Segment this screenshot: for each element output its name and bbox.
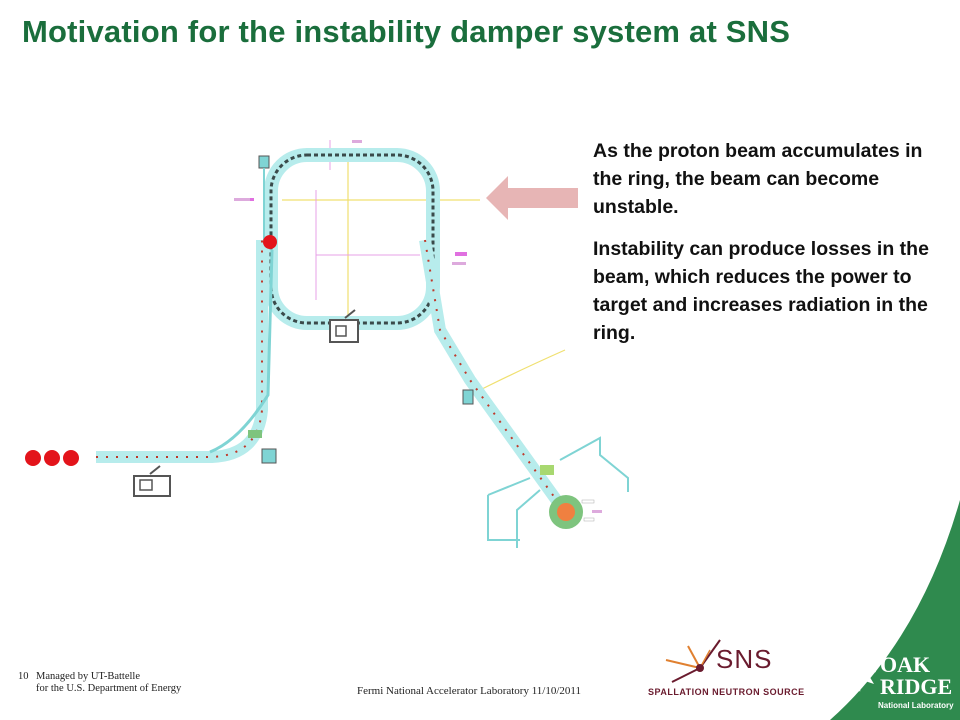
pointer-arrow (486, 176, 578, 220)
slide-title: Motivation for the instability damper sy… (22, 14, 791, 49)
managed-by-line-1: Managed by UT-Battelle (36, 671, 141, 682)
accumulator-ring (264, 148, 440, 330)
ornl-logo-line3: National Laboratory (878, 701, 954, 710)
ornl-logo-line2: RIDGE (880, 674, 953, 699)
service-building-icon-2 (133, 465, 171, 497)
paragraph-instability-losses: Instability can produce losses in the be… (593, 238, 929, 344)
instability-marker-dot (263, 235, 277, 249)
footer-center-text: Fermi National Accelerator Laboratory 11… (357, 685, 582, 697)
sns-logo-subtitle: SPALLATION NEUTRON SOURCE (648, 687, 805, 697)
page-number: 10 (18, 671, 29, 682)
sns-logo-text: SNS (716, 644, 773, 674)
service-building-icon (329, 309, 359, 343)
slide-body-text: As the proton beam accumulates in the ri… (593, 137, 955, 361)
building-guide-lines (282, 140, 566, 391)
continuation-dots (25, 450, 79, 466)
diagram-small-labels (234, 140, 602, 513)
sns-starburst-icon (665, 639, 721, 683)
target-building (487, 436, 629, 548)
paragraph-beam-accumulation: As the proton beam accumulates in the ri… (593, 140, 923, 218)
ornl-corner-shape (830, 500, 960, 720)
injection-beamline (96, 155, 277, 464)
ornl-logo-line1: OAK (880, 652, 931, 677)
managed-by-line-2: for the U.S. Department of Energy (36, 683, 182, 694)
ornl-leaf-icon (844, 660, 876, 692)
extraction-beamline (419, 239, 565, 509)
